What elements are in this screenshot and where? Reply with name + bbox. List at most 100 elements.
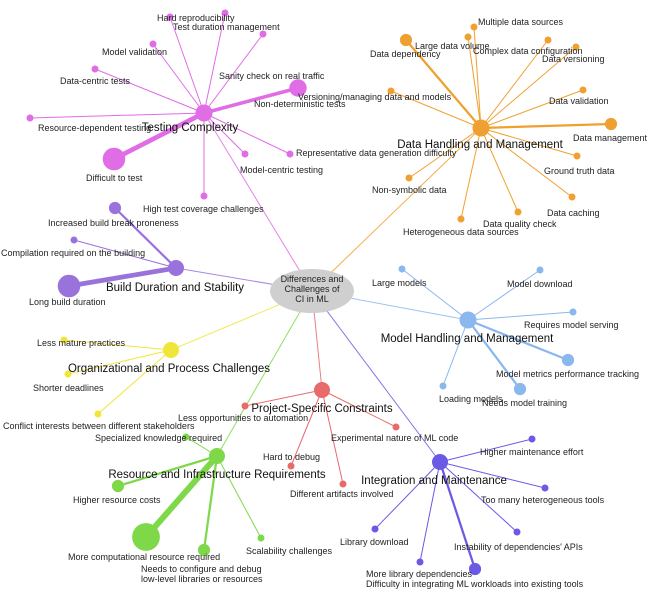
edge-conflict-interests-between-different-stakeholders — [97, 349, 172, 415]
edge-less-mature-practices — [63, 339, 172, 351]
node-different-artifacts-involved — [339, 480, 347, 488]
edge-center-resource — [216, 290, 313, 457]
center-label-line: Challenges of — [284, 284, 340, 294]
edge-model-centric-testing — [203, 112, 246, 155]
edge-increased-build-break-proneness — [113, 206, 178, 270]
node-ground-truth-data — [573, 152, 581, 160]
node-less-mature-practices — [60, 336, 68, 344]
label-data-management: Data management — [573, 133, 648, 143]
node-higher-maintenance-effort — [528, 435, 536, 443]
center-label-line: CI in ML — [295, 294, 329, 304]
edge-requires-model-serving — [467, 311, 574, 321]
node-too-many-heterogeneous-tools — [541, 484, 549, 492]
node-library-download — [371, 525, 379, 533]
hub-build — [168, 260, 184, 276]
node-needs-to-configure-and-debug-low-level-libraries-or-resources — [197, 543, 211, 557]
label-high-test-coverage-challenges: High test coverage challenges — [143, 204, 264, 214]
edge-large-models — [401, 268, 469, 321]
node-higher-resource-costs — [111, 479, 125, 493]
node-conflict-interests-between-different-stakeholders — [94, 410, 102, 418]
hub-label-org: Organizational and Process Challenges — [68, 363, 270, 375]
label-difficulty-in-integrating-ml-workloads-into-existing-tools: Difficulty in integrating ML workloads i… — [366, 579, 584, 589]
edge-large-data-volume — [467, 36, 482, 129]
label-hard-reproducibility: Hard reproducibility — [157, 13, 235, 23]
label-needs-model-training: Needs model training — [482, 398, 567, 408]
node-high-test-coverage-challenges — [200, 192, 208, 200]
hub-project — [314, 382, 330, 398]
node-experimental-nature-of-ml-code — [392, 423, 400, 431]
node-compilation-required-on-the-building — [70, 236, 78, 244]
node-test-duration-management — [221, 9, 229, 17]
hub-label-model: Model Handling and Management — [381, 333, 554, 345]
label-scalability-challenges: Scalability challenges — [246, 546, 333, 556]
label-data-validation: Data validation — [549, 96, 609, 106]
node-instability-of-dependencies-apis — [513, 528, 521, 536]
node-hard-to-debug — [287, 462, 295, 470]
edge-less-opportunities-to-automation — [244, 389, 323, 407]
hub-label-testing: Testing Complexity — [142, 122, 239, 134]
label-ground-truth-data: Ground truth data — [544, 166, 615, 176]
label-higher-resource-costs: Higher resource costs — [73, 495, 161, 505]
edge-sanity-check-on-real-traffic — [203, 33, 264, 114]
node-shorter-deadlines — [64, 370, 72, 378]
edge-complex-data-configuration — [480, 39, 549, 129]
node-versioning-managing-data-and-models — [387, 87, 395, 95]
node-difficulty-in-integrating-ml-workloads-into-existing-tools — [468, 562, 482, 576]
label-representative-data-generation-difficulty: Representative data generation difficult… — [296, 148, 457, 158]
edge-heterogeneous-data-sources — [460, 127, 482, 220]
label-model-validation: Model validation — [102, 47, 167, 57]
label-data-versioning: Data versioning — [542, 54, 605, 64]
edge-multiple-data-sources — [473, 26, 482, 129]
label-sanity-check-on-real-traffic: Sanity check on real traffic — [219, 71, 325, 81]
edge-model-validation — [152, 43, 205, 114]
label-hard-to-debug: Hard to debug — [263, 452, 320, 462]
hub-label-resource: Resource and Infrastructure Requirements — [108, 469, 326, 481]
node-model-validation — [149, 40, 157, 48]
hub-testing — [195, 104, 213, 122]
label-test-duration-management: Test duration management — [173, 22, 280, 32]
label-versioning-managing-data-and-models: Versioning/managing data and models — [298, 92, 452, 102]
node-long-build-duration — [57, 274, 81, 298]
node-data-dependency — [399, 33, 413, 47]
edge-different-artifacts-involved — [321, 389, 344, 485]
hub-label-integration: Integration and Maintenance — [361, 475, 507, 487]
edge-experimental-nature-of-ml-code — [321, 389, 397, 428]
edge-representative-data-generation-difficulty — [203, 112, 291, 155]
node-specialized-knowledge-required — [182, 433, 190, 441]
edge-instability-of-dependencies-apis — [439, 461, 518, 533]
node-model-download — [536, 266, 544, 274]
edge-model-metrics-performance-tracking — [466, 318, 570, 362]
node-data-caching — [568, 193, 576, 201]
label-library-download: Library download — [340, 537, 409, 547]
edge-ground-truth-data — [480, 127, 578, 157]
node-scalability-challenges — [257, 534, 265, 542]
node-model-metrics-performance-tracking — [561, 353, 575, 367]
label-specialized-knowledge-required: Specialized knowledge required — [95, 433, 222, 443]
hub-data — [472, 119, 490, 137]
edge-more-computational-resource-required — [143, 453, 220, 540]
node-representative-data-generation-difficulty — [286, 150, 294, 158]
label-non-symbolic-data: Non-symbolic data — [372, 185, 447, 195]
node-data-centric-tests — [91, 65, 99, 73]
edge-center-testing — [203, 112, 313, 292]
label-loading-models: Loading models — [439, 394, 503, 404]
label-data-dependency: Data dependency — [370, 49, 441, 59]
edge-scalability-challenges — [216, 455, 262, 539]
label-data-quality-check: Data quality check — [483, 219, 557, 229]
node-non-symbolic-data — [405, 174, 413, 182]
hub-org — [163, 342, 179, 358]
node-heterogeneous-data-sources — [457, 215, 465, 223]
label-heterogeneous-data-sources: Heterogeneous data sources — [403, 227, 519, 237]
edge-data-centric-tests — [94, 68, 205, 114]
edge-center-data — [311, 127, 482, 292]
node-difficult-to-test — [102, 147, 126, 171]
label-compilation-required-on-the-building: Compilation required on the building — [1, 248, 145, 258]
label-complex-data-configuration: Complex data configuration — [473, 46, 583, 56]
edge-data-management — [479, 122, 613, 130]
edge-difficult-to-test — [111, 110, 207, 162]
label-data-centric-tests: Data-centric tests — [60, 76, 131, 86]
edge-needs-model-training — [466, 318, 522, 391]
label-more-computational-resource-required: More computational resource required — [68, 552, 220, 562]
edge-data-caching — [480, 127, 573, 198]
